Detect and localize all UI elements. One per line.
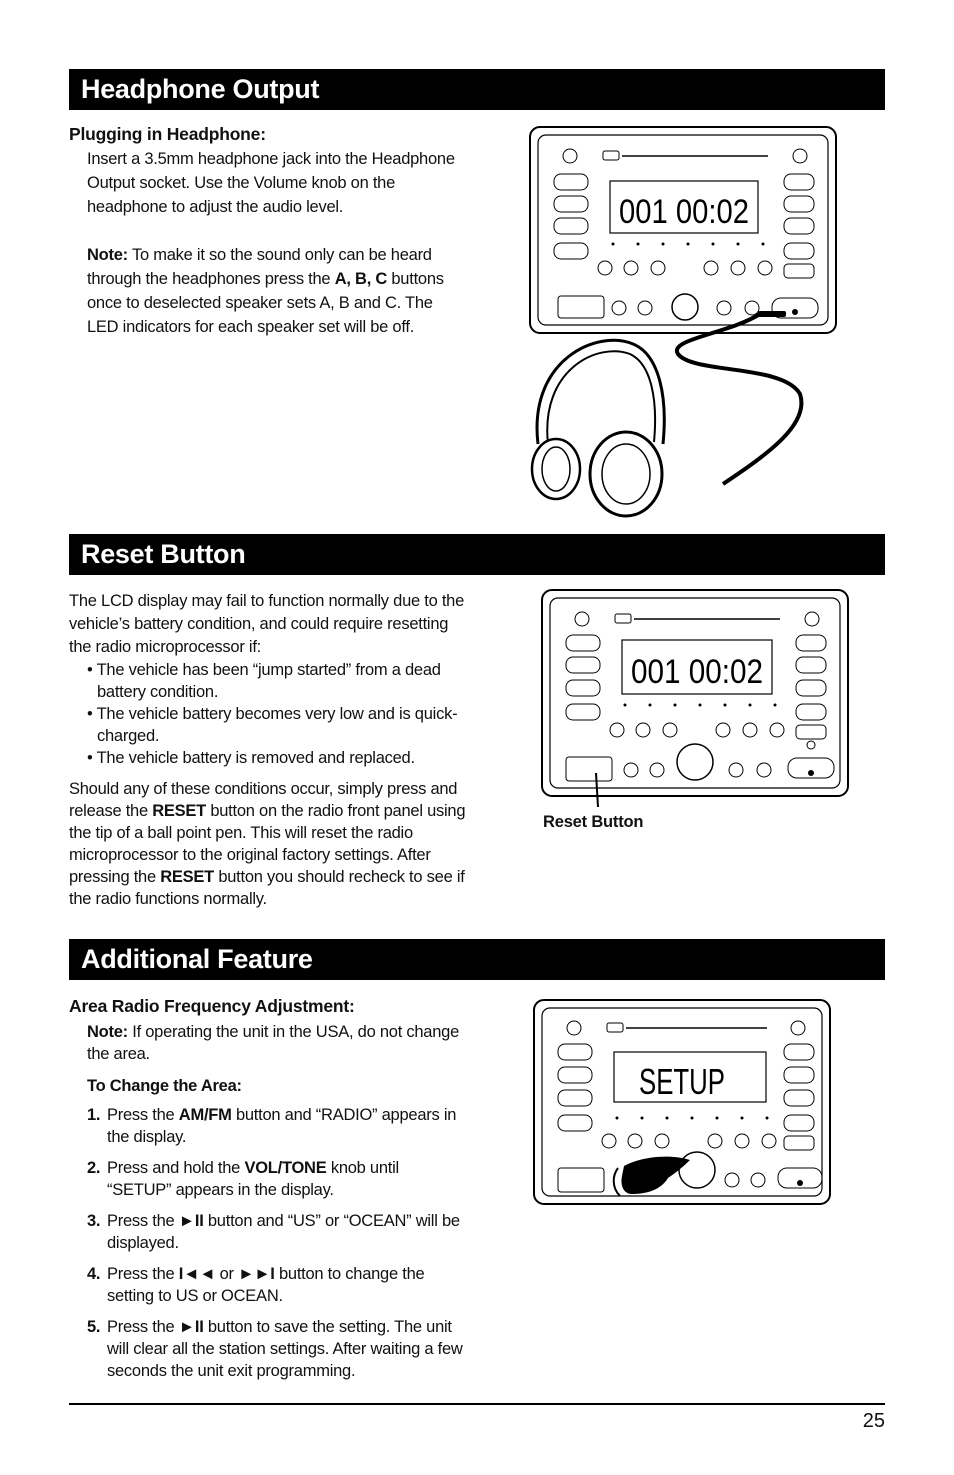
step-item: 2.Press and hold the VOL/TONE knob until… [87, 1159, 399, 1199]
section-header-reset: Reset Button [69, 534, 885, 575]
reset-condition: • The vehicle has been “jump started” fr… [87, 661, 441, 701]
lcd-display-2: 001 00:02 [631, 653, 763, 691]
footer-rule [69, 1403, 885, 1405]
radio-setup-illustration: SETUP [533, 999, 831, 1205]
headphone-note: Note: To make it so the sound only can b… [87, 246, 444, 336]
step-item: 5.Press the ►II button to save the setti… [87, 1318, 463, 1380]
reset-conditions-list: • The vehicle has been “jump started” fr… [69, 659, 469, 769]
reset-instructions: Should any of these conditions occur, si… [69, 780, 466, 908]
area-note: Note: If operating the unit in the USA, … [87, 1023, 459, 1063]
step-item: 1.Press the AM/FM button and “RADIO” app… [87, 1106, 457, 1146]
headphone-paragraph: Insert a 3.5mm headphone jack into the H… [87, 150, 455, 216]
additional-body: Note: If operating the unit in the USA, … [87, 1021, 467, 1391]
radio-with-headphones-illustration: 001 00:02 [529, 126, 837, 518]
step-item: 3.Press the ►II button and “US” or “OCEA… [87, 1212, 460, 1252]
radio-reset-illustration: 001 00:02 [541, 589, 849, 807]
page-number: 25 [862, 1410, 885, 1432]
section-header-headphone: Headphone Output [69, 69, 885, 110]
headphone-body: Insert a 3.5mm headphone jack into the H… [87, 147, 467, 339]
reset-button-caption: Reset Button [543, 813, 644, 831]
change-area-steps: 1.Press the AM/FM button and “RADIO” app… [87, 1104, 467, 1382]
step-item: 4.Press the I◄◄ or ►►I button to change … [87, 1265, 425, 1305]
lcd-display-1: 001 00:02 [619, 193, 749, 231]
section-header-additional: Additional Feature [69, 939, 885, 980]
reset-condition: • The vehicle battery is removed and rep… [87, 749, 415, 767]
reset-condition: • The vehicle battery becomes very low a… [87, 705, 458, 745]
lcd-display-3: SETUP [639, 1061, 725, 1102]
reset-intro: The LCD display may fail to function nor… [69, 592, 465, 656]
change-area-heading: To Change the Area: [87, 1077, 242, 1095]
subheading-plugging-headphone: Plugging in Headphone: [69, 124, 266, 144]
reset-body: The LCD display may fail to function nor… [69, 590, 469, 910]
subheading-area-radio: Area Radio Frequency Adjustment: [69, 996, 355, 1016]
